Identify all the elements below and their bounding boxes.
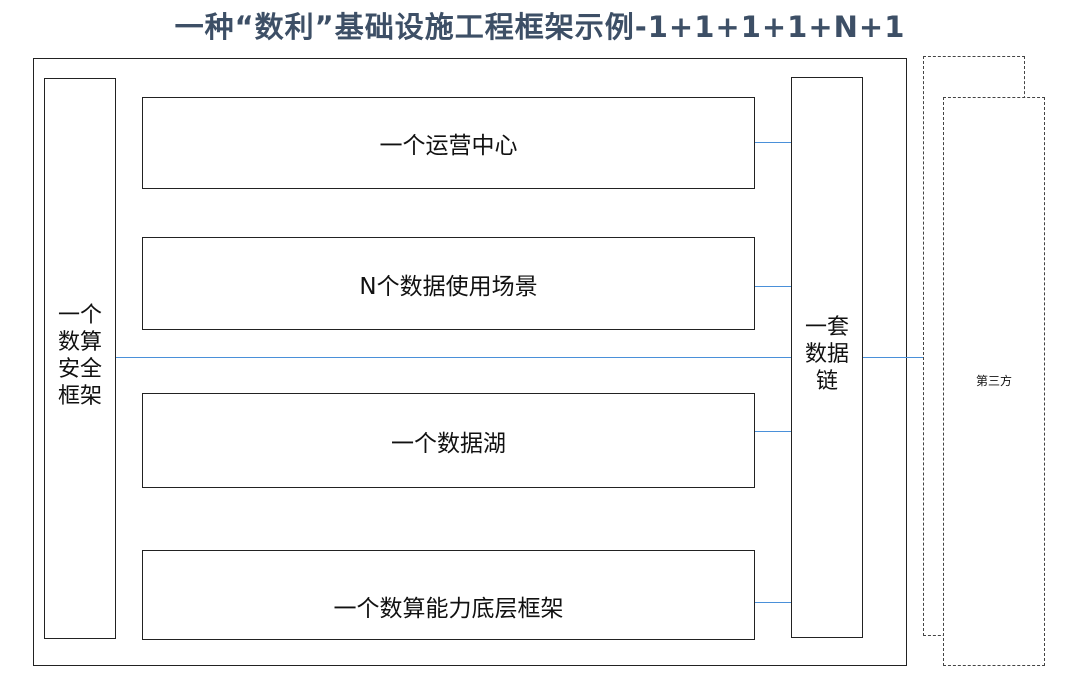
data-chain-box: 一套 数据 链 — [791, 77, 863, 638]
security-to-chain-line — [116, 357, 791, 358]
security-label-line: 数算 — [57, 330, 102, 355]
security-framework-label: 一个 数算 安全 框架 — [45, 302, 115, 410]
layer-label: N个数据使用场景 — [359, 273, 538, 300]
security-label-line: 一个 — [57, 303, 102, 328]
layer-computing-foundation: 一个数算能力底层框架 — [142, 550, 755, 640]
third-party-box: 第三方 — [943, 97, 1045, 666]
security-framework-box: 一个 数算 安全 框架 — [44, 78, 116, 639]
layer-data-usage-scenarios: N个数据使用场景 — [142, 237, 755, 330]
chain-label-line: 一套 — [804, 315, 849, 340]
layer-data-lake: 一个数据湖 — [142, 393, 755, 488]
connector-line — [755, 602, 791, 603]
chain-to-third-party-line — [863, 357, 927, 358]
connector-line — [755, 431, 791, 432]
diagram-title: 一种“数利”基础设施工程框架示例-1+1+1+1+N+1 — [174, 10, 906, 44]
connector-line — [755, 142, 791, 143]
chain-label-line: 数据 — [804, 342, 849, 367]
chain-label-line: 链 — [815, 369, 838, 394]
layer-label: 一个运营中心 — [379, 133, 518, 159]
layer-operations-center: 一个运营中心 — [142, 97, 755, 189]
security-label-line: 安全 — [57, 357, 102, 382]
security-label-line: 框架 — [57, 384, 102, 409]
connector-line — [755, 286, 791, 287]
data-chain-label: 一套 数据 链 — [792, 314, 862, 395]
layer-label: 一个数据湖 — [391, 430, 506, 457]
third-party-label: 第三方 — [975, 374, 1012, 388]
layer-label: 一个数算能力底层框架 — [333, 596, 564, 622]
